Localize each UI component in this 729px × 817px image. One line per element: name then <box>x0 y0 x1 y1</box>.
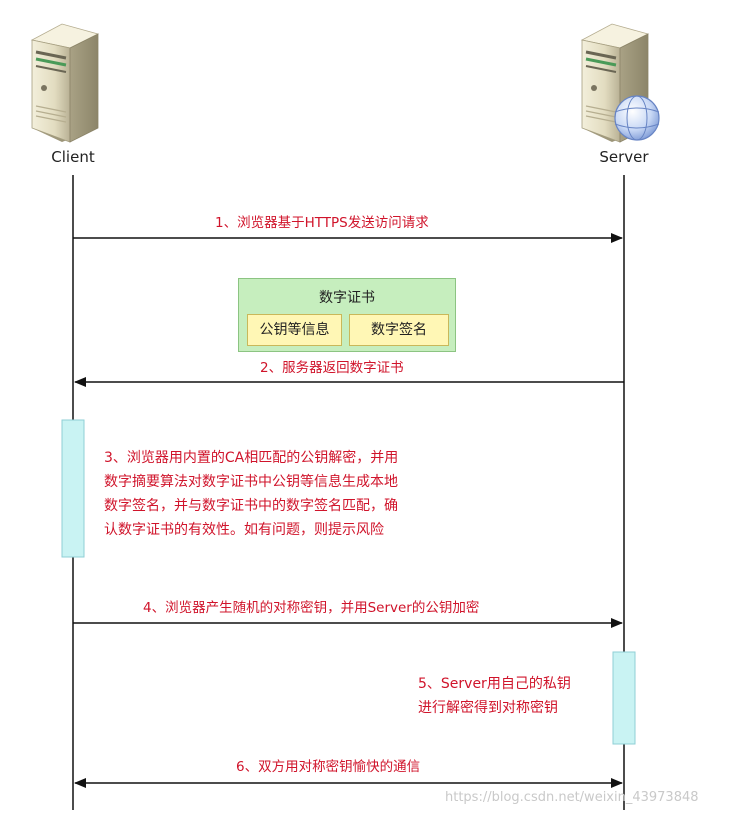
message-6-label: 6、双方用对称密钥愉快的通信 <box>236 759 421 775</box>
server-label: Server <box>599 148 649 166</box>
certificate-title: 数字证书 <box>319 290 375 306</box>
message-4-label: 4、浏览器产生随机的对称密钥，并用Server的公钥加密 <box>143 600 480 616</box>
server-tower-globe-icon <box>580 23 660 143</box>
client-activation-bar <box>61 419 85 558</box>
message-1-label: 1、浏览器基于HTTPS发送访问请求 <box>215 215 429 231</box>
server-activation-bar <box>612 651 636 745</box>
note-line: 3、浏览器用内置的CA相匹配的公钥解密，并用 <box>104 450 399 466</box>
client-step-3-note: 3、浏览器用内置的CA相匹配的公钥解密，并用 数字摘要算法对数字证书中公钥等信息… <box>104 446 398 542</box>
note-line: 5、Server用自己的私钥 <box>418 676 571 692</box>
client-server-tower-icon <box>30 23 100 143</box>
note-line: 数字摘要算法对数字证书中公钥等信息生成本地 <box>104 474 398 490</box>
message-2-label: 2、服务器返回数字证书 <box>260 360 404 376</box>
digital-certificate: 数字证书 公钥等信息 数字签名 <box>238 278 456 352</box>
watermark: https://blog.csdn.net/weixin_43973848 <box>445 790 699 805</box>
client-label: Client <box>51 148 95 166</box>
server-step-5-note: 5、Server用自己的私钥 进行解密得到对称密钥 <box>418 672 571 720</box>
note-line: 进行解密得到对称密钥 <box>418 700 558 716</box>
note-line: 数字签名，并与数字证书中的数字签名匹配，确 <box>104 498 398 514</box>
certificate-field-signature: 数字签名 <box>349 314 449 346</box>
certificate-field-public-key: 公钥等信息 <box>247 314 342 346</box>
note-line: 认数字证书的有效性。如有问题，则提示风险 <box>104 522 384 538</box>
